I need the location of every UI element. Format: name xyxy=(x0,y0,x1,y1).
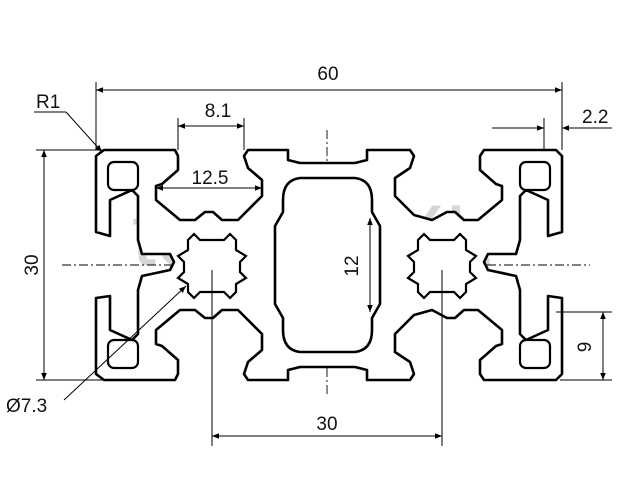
core-bore-left xyxy=(176,232,248,300)
central-chamber xyxy=(273,176,382,354)
dim-slot-opening: 8.1 xyxy=(205,101,231,122)
corner-hole-top-right xyxy=(518,160,552,192)
dim-overall-width: 60 xyxy=(317,64,338,85)
dim-offset: 9 xyxy=(575,342,596,353)
dim-center-distance: 30 xyxy=(316,414,337,435)
dim-hole-diameter: Ø7.3 xyxy=(6,396,47,417)
leader-hole-diameter xyxy=(63,285,187,401)
corner-hole-bottom-right xyxy=(518,338,552,370)
dim-lip: 2.2 xyxy=(582,107,608,128)
dim-core-height: 12 xyxy=(342,255,363,276)
dim-radius: R1 xyxy=(36,92,60,113)
corner-hole-bottom-left xyxy=(106,338,140,370)
core-bore-right xyxy=(406,232,478,300)
dim-inner-slot: 12.5 xyxy=(192,168,229,189)
corner-hole-top-left xyxy=(106,160,140,192)
dim-height: 30 xyxy=(22,254,43,275)
